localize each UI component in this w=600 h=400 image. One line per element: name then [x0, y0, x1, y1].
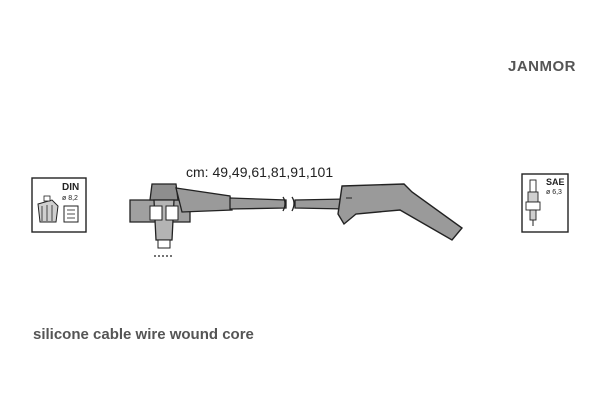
sae-title: SAE — [546, 177, 565, 187]
din-terminal-icon — [63, 205, 79, 223]
cable-left-segment — [229, 197, 287, 210]
spark-plug-boot — [337, 183, 464, 241]
distributor-end-connector — [129, 183, 233, 257]
sae-plug-badge: SAE ø 6,3 — [521, 173, 569, 233]
cable-lengths-label: cm: 49,49,61,81,91,101 — [186, 164, 334, 180]
cable-break-marks — [282, 196, 295, 212]
product-caption: silicone cable wire wound core — [33, 326, 254, 343]
din-diameter: ø 8,2 — [62, 195, 78, 202]
sae-diameter: ø 6,3 — [546, 189, 562, 196]
din-distributor-badge: DIN ø 8,2 — [31, 177, 87, 233]
brand-name: JANMOR — [508, 58, 577, 75]
distributor-cap-icon — [37, 195, 59, 223]
spark-plug-icon — [525, 179, 541, 226]
din-title: DIN — [62, 182, 79, 193]
